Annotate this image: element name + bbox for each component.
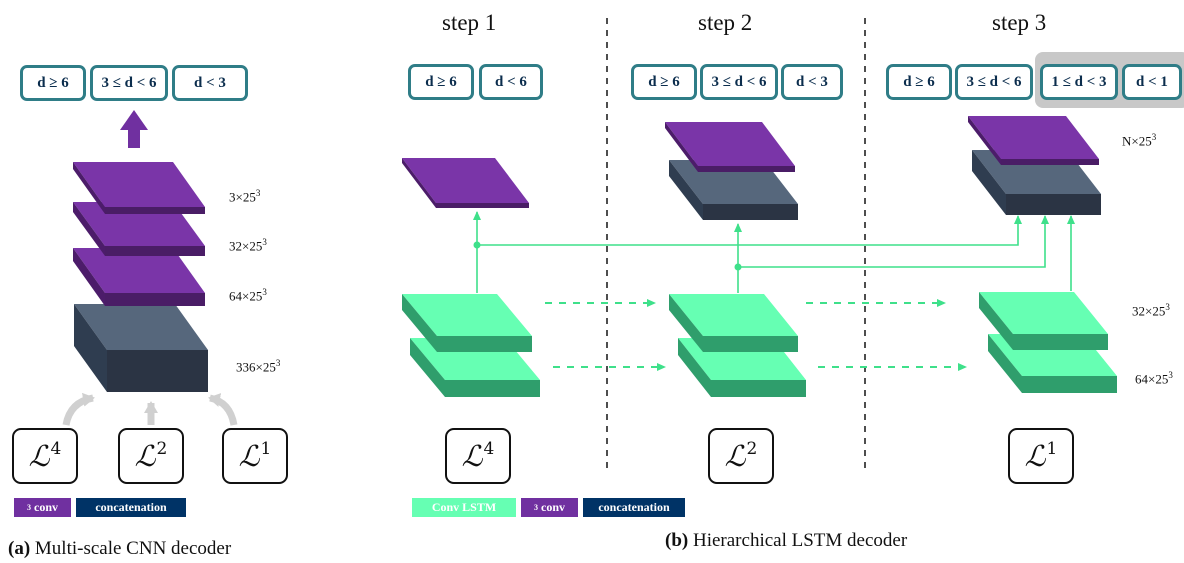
panel-b-legend-conv: 3 conv: [521, 498, 578, 517]
step1-label-ge6: d ≥ 6: [408, 64, 474, 100]
step2-conv-stack: [665, 122, 798, 220]
panel-b-caption: (b) Hierarchical LSTM decoder: [665, 530, 908, 551]
panel-b-legend-lstm: Conv LSTM: [412, 498, 516, 517]
step1-conv-layer: [402, 158, 529, 208]
panel-a-output-arrow: [120, 110, 148, 148]
step1-label-lt6: d < 6: [479, 64, 543, 100]
step3-label-3to6: 3 ≤ d < 6: [955, 64, 1033, 100]
skip-connections: [473, 211, 1075, 293]
panel-a-label-lt3: d < 3: [172, 65, 248, 101]
panel-a-label-3to6: 3 ≤ d < 6: [90, 65, 168, 101]
panel-a-label-ge6: d ≥ 6: [20, 65, 86, 101]
panel-a-input-arrows: [62, 392, 238, 426]
skip-junctions: [473, 241, 742, 271]
panel-b-dim-n: N×253: [1122, 132, 1157, 149]
step3-lstm-stack: [979, 292, 1117, 393]
step2-label-3to6: 3 ≤ d < 6: [700, 64, 778, 100]
panel-a-dim-32: 32×253: [229, 237, 267, 254]
step3-conv-stack: [968, 116, 1101, 215]
panel-a-caption: (a) Multi-scale CNN decoder: [8, 538, 232, 559]
panel-b-dim-32: 32×253: [1132, 302, 1170, 319]
step3-title: step 3: [992, 10, 1047, 35]
step2-label-lt3: d < 3: [781, 64, 843, 100]
panel-b-legend-concat: concatenation: [583, 498, 685, 517]
step1-title: step 1: [442, 10, 497, 35]
panel-a-layer-3: [73, 162, 205, 214]
panel-a-dim-336: 336×253: [236, 358, 281, 375]
panel-b-dim-64: 64×253: [1135, 370, 1173, 387]
panel-a-dim-64: 64×253: [229, 287, 267, 304]
panel-a-legend-conv: 3 conv: [14, 498, 71, 517]
step3-label-ge6: d ≥ 6: [886, 64, 952, 100]
panel-a-concat-block: [74, 304, 208, 392]
step3-label-1to3: 1 ≤ d < 3: [1040, 64, 1118, 100]
recurrent-state-arrows: [545, 299, 967, 371]
step2-label-ge6: d ≥ 6: [631, 64, 697, 100]
step-separators: [606, 18, 866, 470]
step3-label-lt1: d < 1: [1122, 64, 1182, 100]
step1-lstm-stack: [402, 294, 540, 397]
step2-title: step 2: [698, 10, 753, 35]
panel-a-dim-3: 3×253: [229, 188, 261, 205]
panel-a-layer-64: [73, 248, 205, 306]
step2-lstm-stack: [669, 294, 806, 397]
panel-a-legend-concat: concatenation: [76, 498, 186, 517]
